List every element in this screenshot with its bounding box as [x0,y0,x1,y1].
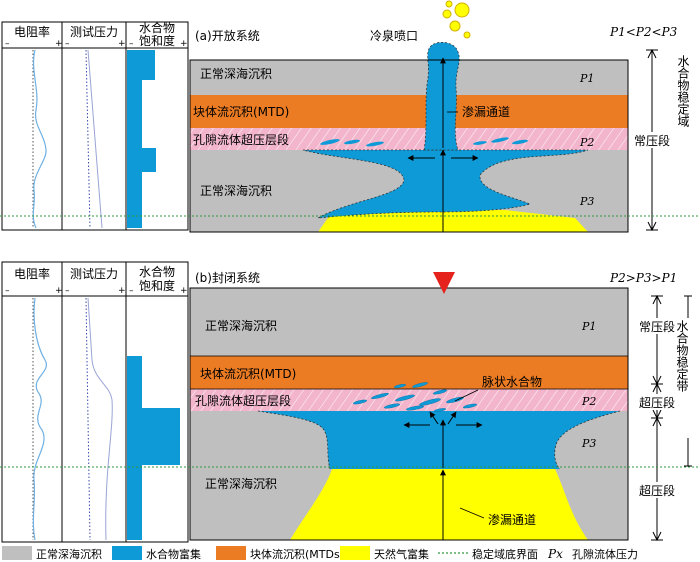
pressure-curve-a [87,49,103,229]
hydrate-saturation-b [127,356,180,540]
stability-zone-label-b: 水合物稳定带 [675,320,689,392]
caption-a: (a)开放系统 [195,28,260,43]
resistivity-curve-b [32,297,47,541]
mtd-layer-b [190,356,628,389]
hydrate-body-b [258,411,620,469]
hydrate-header-a-1: 水合物 [139,20,175,35]
axis-minus-2b: – [65,286,70,296]
axis-plus-3b: + [180,286,188,296]
hydrate-header-a-2: 饱和度 [139,33,175,48]
p2-label-a: P2 [579,136,594,149]
p3-label-a: P3 [579,195,594,208]
legend-label-mtd: 块体流沉积(MTDs) [250,547,344,561]
p2-label-b: P2 [581,395,596,408]
mtd-label-b: 块体流沉积(MTD) [200,367,296,381]
hydrostatic-line-a [85,49,91,229]
vein-hydrate-label-b: 脉状水合物 [482,374,542,389]
overpressure-label-b: 孔隙流体超压层段 [195,393,291,408]
p1-label-a: P1 [579,72,594,85]
vein-leader-b [454,389,479,402]
pressure-header-b: 测试压力 [70,266,118,281]
pressure-header-a: 测试压力 [70,24,118,39]
axis-plus-1a: + [55,39,63,49]
legend-px-symbol: Px [547,547,563,561]
p3-label-b: P3 [581,437,596,450]
legend-label-stability: 稳定域底界面 [472,547,538,561]
hydrate-body-a [302,149,589,219]
axis-minus-2a: – [65,39,70,49]
axis-minus-3b: – [129,286,134,296]
p1-label-b: P1 [581,320,596,333]
red-marker-b [433,272,455,294]
pressure-relation-a: P1<P2<P3 [609,25,678,39]
axis-minus-1a: – [5,39,10,49]
hydrate-lenses-a [320,137,528,147]
lower-sediment-label-a: 正常深海沉积 [200,183,272,198]
zone-label-a: 常压段 [634,133,670,148]
axis-minus-1b: – [5,286,10,296]
axis-plus-2b: + [118,286,126,296]
lower-sediment-label-b: 正常深海沉积 [205,476,277,491]
upper-sediment-label-a: 正常深海沉积 [200,66,272,81]
legend-px-label: 孔隙流体压力 [572,547,638,561]
resistivity-header-b: 电阻率 [14,266,50,281]
gas-bubbles-a [442,0,471,39]
seep-channel-label-a: 渗漏通道 [462,104,510,119]
legend-swatch-hydrate [112,546,142,560]
upper-sediment-label-b: 正常深海沉积 [205,318,277,333]
log-tracks-frame-b [1,261,189,543]
vent-label-a: 冷泉喷口 [370,29,418,43]
mtd-label-a: 块体流沉积(MTD) [193,105,289,119]
hydrate-header-b-2: 饱和度 [139,278,175,293]
resistivity-header-a: 电阻率 [14,24,50,39]
stability-domain-label-a: 水合物稳定域 [676,55,690,127]
overpressure-label-a: 孔隙流体超压层段 [193,132,289,147]
legend-swatch-sediment [2,546,32,560]
legend-swatch-gas [340,546,370,560]
panel-b: 电阻率 测试压力 水合物 饱和度 – + – + – + [0,261,700,543]
legend: 正常深海沉积 水合物富集 块体流沉积(MTDs) 天然气富集 稳定域底界面 Px… [2,546,638,561]
legend-swatch-mtd [216,546,246,560]
zone-label-b-1: 常压段 [639,319,675,334]
vein-hydrate-b [352,382,478,412]
caption-b: (b)封闭系统 [195,271,260,285]
zone-label-b-3: 超压段 [639,483,675,498]
log-tracks-frame-a [1,21,189,231]
channel-leader-b [459,507,485,519]
axis-plus-2a: + [118,39,126,49]
legend-label-hydrate: 水合物富集 [146,547,201,561]
pressure-curve-b [87,297,113,541]
gas-b [290,469,588,540]
axis-plus-1b: + [55,286,63,296]
zone-label-b-2: 超压段 [639,395,675,410]
splay-arrow-b-1 [429,411,439,425]
overpressure-layer-b [190,389,628,411]
panel-a: 电阻率 测试压力 水合物 饱和度 – + – + – + [0,0,700,233]
axis-minus-3a: – [129,39,134,49]
seep-channel-label-b: 渗漏通道 [488,512,536,527]
overpressure-layer-a [190,128,628,150]
legend-label-gas: 天然气富集 [374,547,429,561]
mtd-layer-a [190,95,628,128]
splay-arrow-b-2 [447,411,457,425]
resistivity-curve-a [32,49,47,229]
hydrate-saturation-a [127,50,156,228]
hydrate-header-b-1: 水合物 [139,264,175,279]
axis-plus-3a: + [180,39,188,49]
pressure-relation-b: P2>P3>P1 [609,271,677,285]
seep-channel-a [423,41,460,151]
legend-label-sediment: 正常深海沉积 [36,547,102,561]
